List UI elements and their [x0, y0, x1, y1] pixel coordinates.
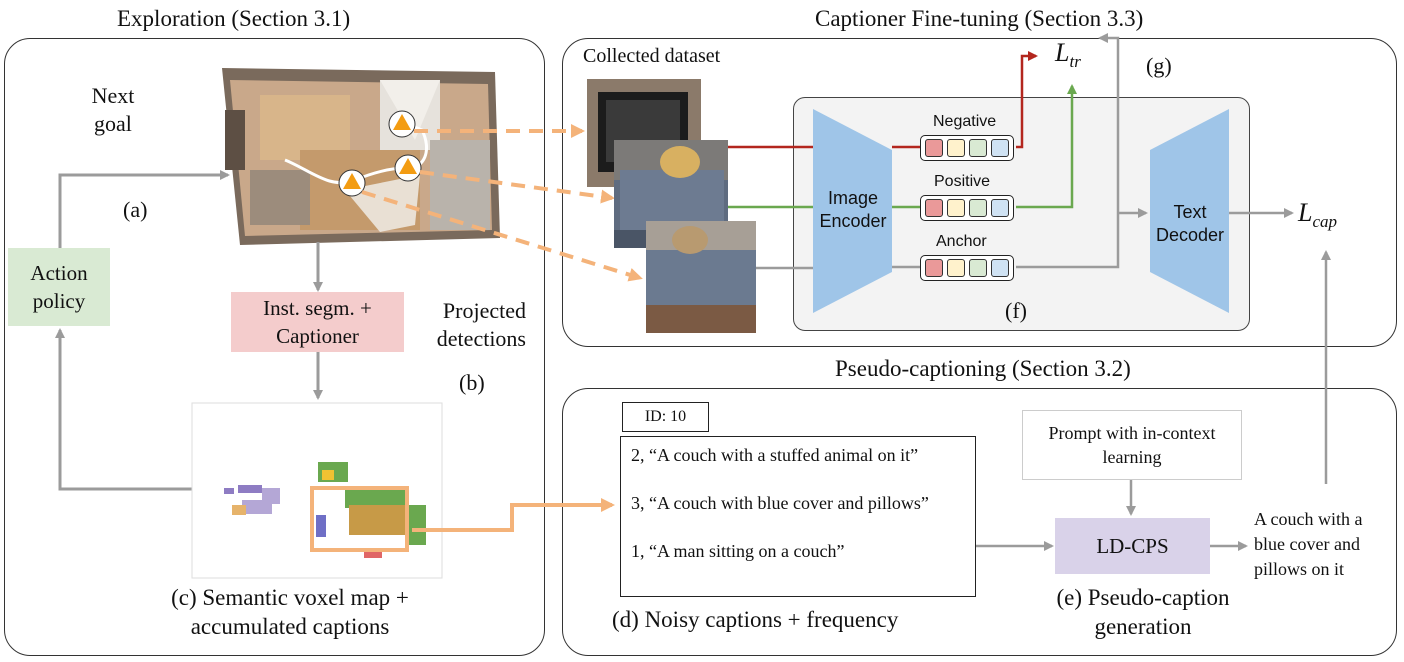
segmenter-captioner-box: Inst. segm. + Captioner [231, 292, 404, 352]
ldcps-box: LD-CPS [1055, 518, 1210, 574]
pseudo-captioning-title: Pseudo-captioning (Section 3.2) [835, 356, 1131, 381]
loss-triplet: Ltr [1055, 38, 1081, 72]
text-decoder-shape [1150, 109, 1229, 313]
generation-label: (e) Pseudo-caption generation [1056, 585, 1230, 639]
text-decoder-label: Text Decoder [1155, 202, 1225, 246]
voxel-map-caption: (c) Semantic voxel map + accumulated cap… [171, 585, 409, 639]
positive-feature-vector [920, 195, 1014, 221]
id-tag: ID: 10 [622, 402, 709, 432]
anchor-feature-vector [920, 255, 1014, 281]
anchor-to-ltr-arrow [1016, 33, 1120, 269]
image-encoder-label: Image Encoder [819, 188, 887, 232]
pseudo-captioning-panel [562, 388, 1397, 656]
collected-dataset-label: Collected dataset [583, 45, 721, 67]
voxel-map-image [191, 402, 443, 579]
dashed-arrow-2 [419, 170, 615, 204]
voxel-to-captions-arrow [412, 498, 615, 532]
label-g: (g) [1146, 53, 1172, 78]
caption-item-2: 3, “A couch with blue cover and pillows” [631, 493, 929, 513]
positive-label: Positive [934, 173, 991, 190]
action-policy-box: Action policy [8, 248, 110, 326]
positive-to-ltr-arrow [1016, 84, 1077, 209]
finetuning-title: Captioner Fine-tuning (Section 3.3) [815, 6, 1144, 31]
next-goal-label: Next goal [91, 83, 135, 136]
dashed-arrow-3 [361, 190, 643, 282]
label-a: (a) [123, 197, 148, 222]
caption-item-1: 2, “A couch with a stuffed animal on it” [631, 445, 919, 465]
prompt-box: Prompt with in-context learning [1022, 410, 1242, 480]
loss-caption: Lcap [1298, 198, 1338, 232]
anchor-label: Anchor [936, 233, 987, 250]
policy-to-goal-arrow [58, 170, 230, 248]
noisy-captions-box: 2, “A couch with a stuffed animal on it”… [620, 436, 976, 597]
projected-detections-label: Projected detections [436, 298, 526, 351]
house-map-image [222, 68, 500, 245]
negative-feature-vector [920, 135, 1014, 161]
negative-to-ltr-arrow [1016, 51, 1038, 149]
noisy-captions-label: (d) Noisy captions + frequency [612, 607, 899, 632]
label-b: (b) [459, 370, 485, 395]
pseudo-caption-result: A couch with a blue cover and pillows on… [1254, 509, 1363, 580]
voxel-to-policy-arrow [55, 328, 192, 491]
exploration-title: Exploration (Section 3.1) [117, 6, 351, 31]
image-encoder-shape [813, 109, 892, 313]
caption-item-3: 1, “A man sitting on a couch” [631, 541, 845, 561]
label-f: (f) [1005, 298, 1027, 323]
negative-label: Negative [933, 113, 997, 130]
collected-image-couch-2 [646, 221, 756, 333]
